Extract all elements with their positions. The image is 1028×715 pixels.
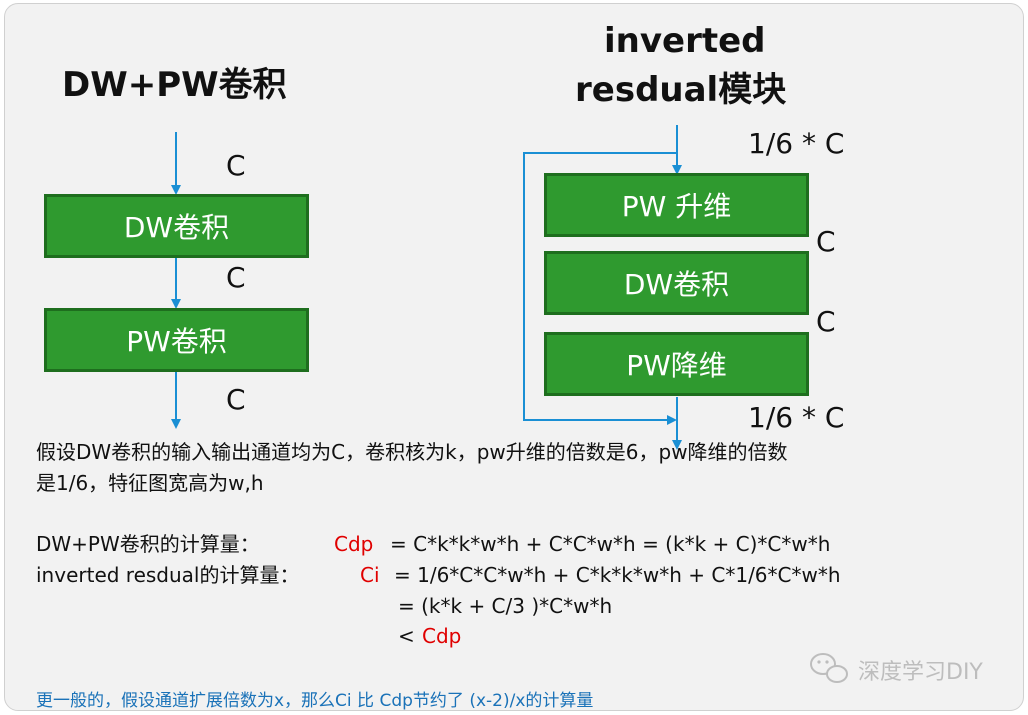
assumption-line-2: 是1/6，特征图宽高为w,h xyxy=(36,471,264,495)
dwpw-cost-expr: = C*k*k*w*h + C*C*w*h = (k*k + C)*C*w*h xyxy=(390,532,831,556)
ir-cost-var: Ci xyxy=(360,563,380,587)
left-channel-label-2: C xyxy=(226,261,246,294)
pw-conv-box: PW卷积 xyxy=(44,308,309,372)
conclusion-note: 更一般的，假设通道扩展倍数为x，那么Ci 比 Cdp节约了 (x-2)/x的计算… xyxy=(36,691,594,711)
residual-shortcut xyxy=(523,152,677,425)
pw-expand-box: PW 升维 xyxy=(544,173,809,237)
right-input-channel-label: 1/6 * C xyxy=(748,127,845,160)
dw-conv-box-right: DW卷积 xyxy=(544,251,809,315)
dwpw-cost-label: DW+PW卷积的计算量： xyxy=(36,532,260,556)
left-channel-label-3: C xyxy=(226,383,246,416)
dw-conv-label: DW卷积 xyxy=(123,211,230,244)
less-than-var: Cdp xyxy=(422,624,462,648)
right-output-channel-label: 1/6 * C xyxy=(748,401,845,434)
dw-conv-label-right: DW卷积 xyxy=(623,268,730,301)
pw-reduce-label: PW降维 xyxy=(626,349,727,382)
pw-reduce-box: PW降维 xyxy=(544,332,809,396)
pw-expand-label: PW 升维 xyxy=(621,190,732,223)
dw-conv-box: DW卷积 xyxy=(44,194,309,258)
less-than-symbol: < xyxy=(398,624,415,648)
right-channel-label-1: C xyxy=(816,225,836,258)
ir-cost-expr-2: = (k*k + C/3 )*C*w*h xyxy=(398,594,613,618)
pw-conv-label: PW卷积 xyxy=(126,325,227,358)
ir-cost-label: inverted resdual的计算量： xyxy=(36,563,300,587)
right-title-line1: inverted xyxy=(604,21,766,61)
dwpw-cost-var: Cdp xyxy=(334,532,374,556)
ir-cost-expr: = 1/6*C*C*w*h + C*k*k*w*h + C*1/6*C*w*h xyxy=(394,563,841,587)
left-channel-label-1: C xyxy=(226,149,246,182)
right-title-line2: resdual模块 xyxy=(575,70,787,110)
assumption-line-1: 假设DW卷积的输入输出通道均为C，卷积核为k，pw升维的倍数是6，pw降维的倍数 xyxy=(36,440,788,464)
watermark-text: 深度学习DIY xyxy=(858,660,983,685)
left-title: DW+PW卷积 xyxy=(62,65,287,105)
right-channel-label-2: C xyxy=(816,305,836,338)
